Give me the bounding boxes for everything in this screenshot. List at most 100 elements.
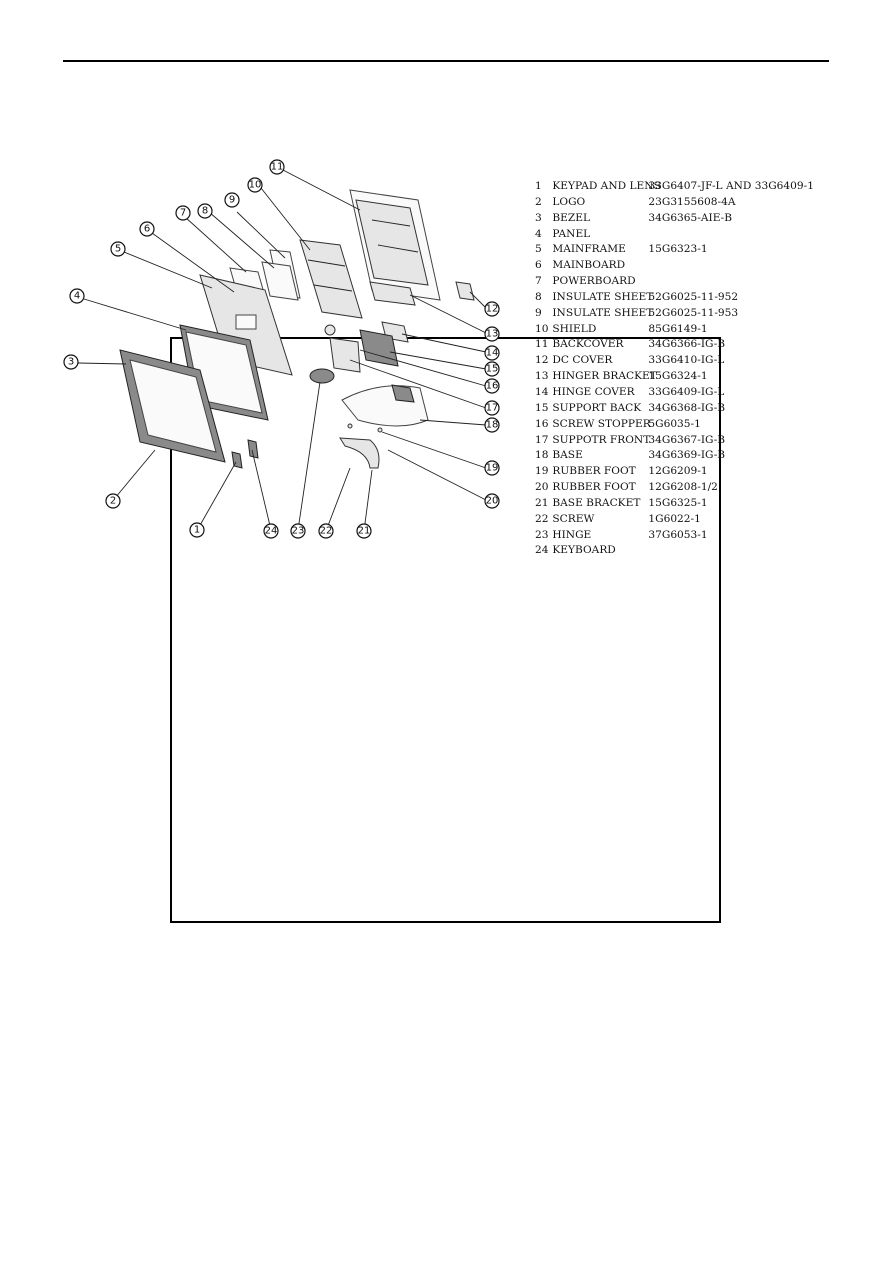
base-bracket-part [339,423,383,469]
part-name: HINGE [552,528,592,541]
callout-21: 21 [356,523,372,539]
part-number: 19 [535,465,549,478]
part-code: 15G6324-1 [648,370,708,383]
svg-text:22: 22 [320,526,333,537]
hinger-bracket-part [369,281,416,306]
part-name: SCREW [552,512,595,525]
diagram-frame [170,337,721,923]
part-name: BASE BRACKET [552,496,641,509]
svg-text:7: 7 [180,208,186,219]
leader-lines [77,169,487,532]
callout-18: 18 [484,417,500,433]
insulate-sheet-8-part [261,261,299,301]
callout-9: 9 [224,192,240,208]
callout-1: 1 [189,522,205,538]
callout-6: 6 [139,221,155,237]
part-name: BASE [552,449,583,462]
part-name: MAINBOARD [552,259,626,272]
dc-cover-part [455,281,475,301]
part-number: 11 [535,338,549,351]
part-name: BACKCOVER [552,338,624,351]
svg-text:14: 14 [486,348,499,359]
part-number: 6 [535,259,542,272]
svg-text:13: 13 [486,329,499,340]
part-code: 34G6366-IG-B [648,338,726,351]
parts-list-row: 1 KEYPAD AND LENS33G6407-JF-L AND 33G640… [535,179,814,195]
part-number: 2 [535,195,542,208]
part-number: 3 [535,211,542,224]
part-code: 85G6149-1 [648,322,708,335]
svg-text:18: 18 [486,420,499,431]
part-code: 33G6407-JF-L AND 33G6409-1 [648,180,814,192]
callout-23: 23 [290,523,306,539]
part-number: 15 [535,401,549,414]
callout-17: 17 [484,400,500,416]
parts-list: 1 KEYPAD AND LENS33G6407-JF-L AND 33G640… [535,179,814,559]
part-name: POWERBOARD [552,275,636,288]
part-name: SUPPORT BACK [552,401,642,414]
part-number: 9 [535,306,542,319]
part-name: HINGER BRACKET [552,370,657,383]
svg-text:11: 11 [271,162,284,173]
part-number: 20 [535,481,549,494]
part-code: 34G6365-AIE-B [648,211,732,224]
part-name: SCREW STOPPER [552,417,651,430]
part-number: 13 [535,370,549,383]
part-code: 33G6409-IG-L [648,385,725,398]
parts-list-row: 7 POWERBOARD [535,274,814,290]
part-name: LOGO [552,195,586,208]
part-number: 7 [535,275,542,288]
part-number: 8 [535,290,542,303]
part-name: INSULATE SHEET [552,290,654,303]
svg-text:16: 16 [486,381,499,392]
parts-list-row: 4 PANEL [535,227,814,243]
svg-text:23: 23 [292,526,305,537]
svg-text:1: 1 [194,525,200,536]
callout-22: 22 [318,523,334,539]
part-code: 52G6025-11-952 [648,290,739,303]
part-name: MAINFRAME [552,243,626,256]
keyboard-part [231,439,259,469]
parts-list-row: 13 HINGER BRACKET15G6324-1 [535,369,814,385]
parts-list-row: 6 MAINBOARD [535,258,814,274]
part-name: PANEL [552,227,591,240]
part-number: 23 [535,528,549,541]
svg-text:19: 19 [486,463,499,474]
header-rule [63,60,829,62]
callout-4: 4 [69,288,85,304]
parts-list-row: 2 LOGO 23G3155608-4A [535,195,814,211]
callout-14: 14 [484,345,500,361]
parts-list-row: 23 HINGE 37G6053-1 [535,528,814,544]
callout-20: 20 [484,493,500,509]
callout-12: 12 [484,301,500,317]
part-number: 17 [535,433,549,446]
part-number: 5 [535,243,542,256]
part-name: KEYPAD AND LENS [552,180,661,192]
callout-24: 24 [263,523,279,539]
part-code: 34G6367-IG-B [648,433,726,446]
part-name: SHIELD [552,322,597,335]
part-code: 37G6053-1 [648,528,708,541]
callout-5: 5 [110,241,126,257]
part-name: DC COVER [552,354,613,367]
svg-text:15: 15 [486,364,499,375]
callout-10: 10 [247,177,263,193]
svg-text:8: 8 [202,206,208,217]
part-code: 23G3155608-4A [648,195,736,208]
part-name: SUPPOTR FRONT [552,433,651,446]
parts-list-row: 9 INSULATE SHEET52G6025-11-953 [535,306,814,322]
part-name: HINGE COVER [552,385,635,398]
part-code: 12G6209-1 [648,465,708,478]
parts-list-row: 17 SUPPOTR FRONT34G6367-IG-B [535,433,814,449]
part-number: 16 [535,417,549,430]
callout-13: 13 [484,326,500,342]
callout-11: 11 [269,159,285,175]
